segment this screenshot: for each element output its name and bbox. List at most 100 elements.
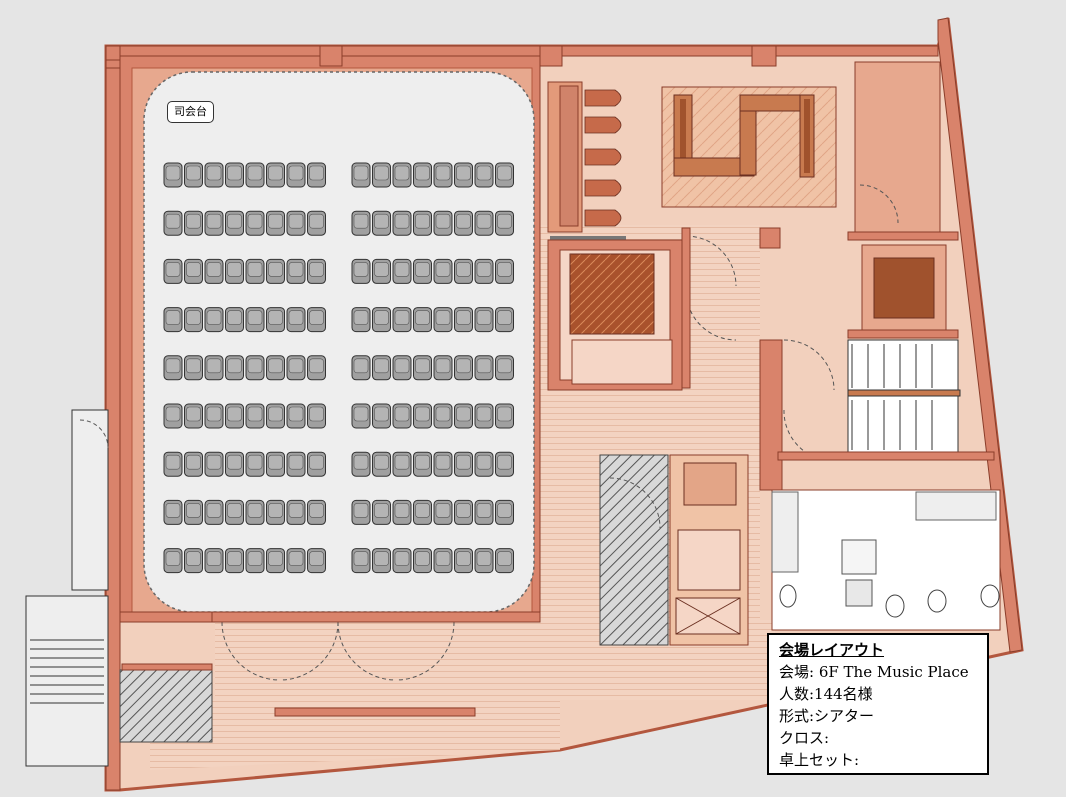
- legend-title: 会場レイアウト: [779, 641, 885, 659]
- chair: [454, 355, 473, 381]
- chair: [266, 355, 285, 381]
- chair: [372, 162, 391, 188]
- chair: [372, 355, 391, 381]
- chair: [225, 258, 244, 284]
- chair: [225, 355, 244, 381]
- chair: [372, 210, 391, 236]
- chair: [204, 451, 224, 477]
- chair: [225, 210, 244, 236]
- chair: [266, 548, 285, 574]
- chair: [184, 162, 203, 188]
- chair: [266, 307, 285, 333]
- chair: [225, 162, 244, 188]
- chair: [454, 451, 473, 477]
- chair: [392, 307, 412, 333]
- chair: [266, 258, 285, 284]
- chair: [286, 162, 306, 188]
- chair: [372, 451, 391, 477]
- chair: [413, 403, 432, 429]
- chair: [413, 499, 432, 525]
- chair: [454, 258, 473, 284]
- chair: [495, 210, 514, 236]
- chair: [245, 451, 265, 477]
- chair: [245, 548, 265, 574]
- chair: [245, 403, 265, 429]
- chair: [286, 355, 306, 381]
- chair: [351, 258, 371, 284]
- chair: [245, 210, 265, 236]
- chair: [307, 403, 326, 429]
- chair: [433, 355, 453, 381]
- chair: [413, 355, 432, 381]
- chair: [245, 355, 265, 381]
- stairs-right: [847, 339, 961, 457]
- chair: [495, 451, 514, 477]
- chair: [266, 403, 285, 429]
- chair: [433, 451, 453, 477]
- chair: [286, 548, 306, 574]
- chair: [204, 162, 224, 188]
- chair: [372, 403, 391, 429]
- chair: [474, 451, 494, 477]
- chair: [351, 355, 371, 381]
- chair: [163, 355, 183, 381]
- chair: [286, 499, 306, 525]
- chair: [351, 403, 371, 429]
- stairs: [25, 409, 109, 767]
- chair: [245, 307, 265, 333]
- chair: [307, 210, 326, 236]
- legend-capacity: 人数:144名様: [779, 685, 873, 703]
- chair: [433, 210, 453, 236]
- legend-venue: 会場: 6F The Music Place: [779, 663, 969, 681]
- chair: [495, 403, 514, 429]
- chair: [392, 548, 412, 574]
- chair: [351, 162, 371, 188]
- bar-counter: [547, 81, 626, 244]
- chair: [286, 451, 306, 477]
- chair: [474, 210, 494, 236]
- chair: [433, 307, 453, 333]
- chair: [307, 307, 326, 333]
- chair: [495, 355, 514, 381]
- chair: [495, 548, 514, 574]
- chair: [266, 451, 285, 477]
- chair: [413, 307, 432, 333]
- chair: [392, 403, 412, 429]
- chair: [433, 548, 453, 574]
- chair: [163, 548, 183, 574]
- main-hall: [119, 55, 541, 617]
- chair: [433, 258, 453, 284]
- stage-room: [547, 239, 683, 391]
- chair: [307, 162, 326, 188]
- chair: [454, 162, 473, 188]
- dark-room: [854, 61, 947, 334]
- chair: [474, 355, 494, 381]
- restrooms: [771, 489, 1001, 631]
- chair: [454, 210, 473, 236]
- chair: [454, 403, 473, 429]
- chair: [286, 307, 306, 333]
- chair: [372, 499, 391, 525]
- chair: [351, 451, 371, 477]
- chair: [245, 258, 265, 284]
- chair: [307, 258, 326, 284]
- chair: [392, 162, 412, 188]
- chair: [204, 548, 224, 574]
- chair: [184, 499, 203, 525]
- chair: [184, 403, 203, 429]
- chair: [454, 548, 473, 574]
- chair: [204, 258, 224, 284]
- chair: [474, 499, 494, 525]
- chair: [495, 258, 514, 284]
- chair: [286, 210, 306, 236]
- chair: [163, 210, 183, 236]
- lounge-area: [661, 86, 837, 208]
- venue-layout-legend: 会場レイアウト 会場: 6F The Music Place 人数:144名様 …: [767, 633, 989, 775]
- chair: [225, 548, 244, 574]
- chair: [204, 355, 224, 381]
- chair: [307, 499, 326, 525]
- chair: [372, 307, 391, 333]
- chair: [163, 451, 183, 477]
- chair: [413, 451, 432, 477]
